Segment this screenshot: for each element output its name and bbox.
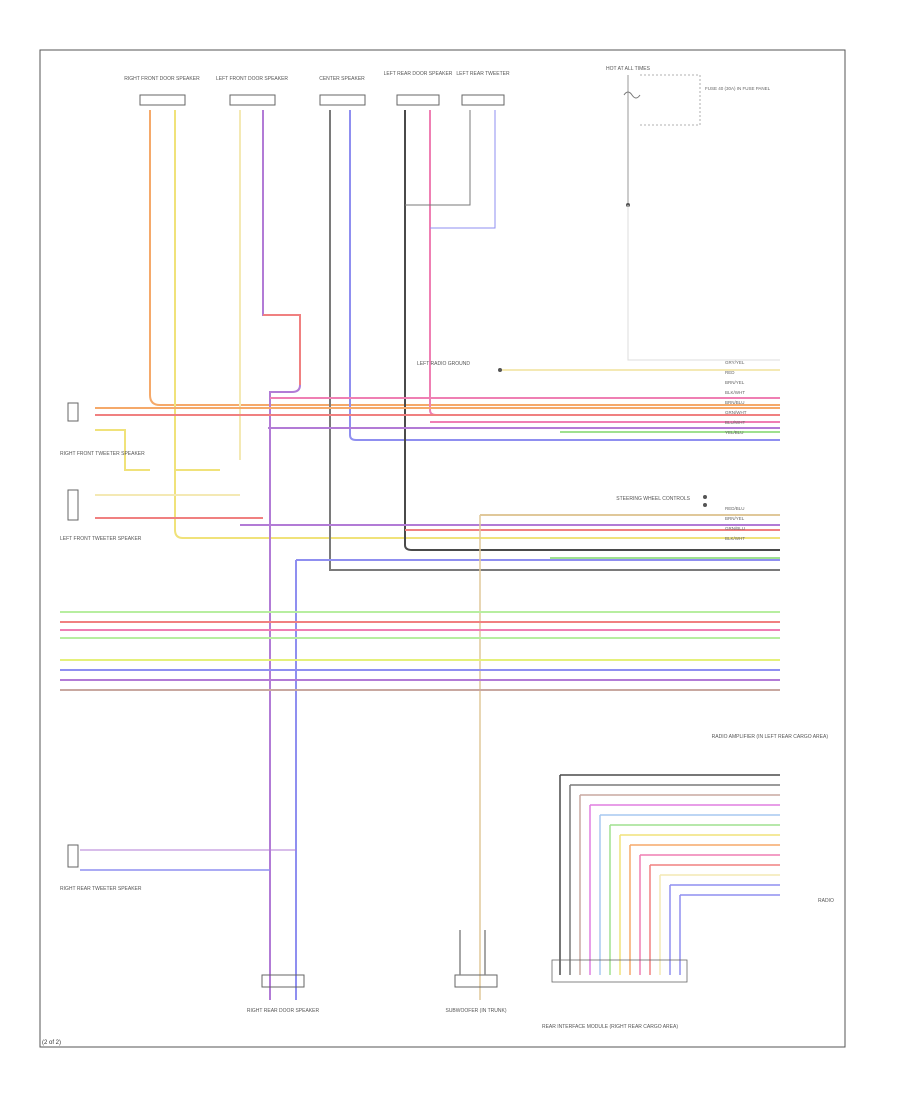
rear-module [551,774,780,983]
speaker-icon-rf [139,94,186,106]
bus-label-3: BRN/YEL [725,380,745,385]
bus-label-6: GRN/WHT [725,410,747,415]
label-lr-tweeter: LEFT REAR TWEETER [456,71,510,77]
bus-label-4: BLK/WHT [725,390,745,395]
label-lf-door-speaker: LEFT FRONT DOOR SPEAKER [216,76,288,82]
bus-label-7: BLU/WHT [725,420,746,425]
amp-bus [60,611,780,691]
bus-label-8: YEL/BLU [725,430,744,435]
module-wire-6 [609,824,780,975]
wheel-marker-2 [703,503,707,507]
rf-tweeter-icon [67,402,79,422]
module-wire-7 [619,834,780,975]
wire-lrtweet-gray [405,110,471,206]
speaker-icon-lf [229,94,276,106]
label-amplifier: RADIO AMPLIFIER (IN LEFT REAR CARGO AREA… [712,734,829,740]
label-hot-at-all-times: HOT AT ALL TIMES [606,66,651,72]
module-wire-8 [629,844,780,975]
bus-label-1: GRY/YEL [725,360,745,365]
bus-label-9: RED/BLU [725,506,745,511]
bus-wire-labels: GRY/YEL RED BRN/YEL BLK/WHT BRN/BLU GRN/… [725,360,747,541]
label-center-speaker: CENTER SPEAKER [319,76,365,82]
module-wire-3 [579,794,780,975]
wire-lf-purple [262,110,301,1000]
subwoofer-icon [454,974,498,988]
label-rf-tweeter: RIGHT FRONT TWEETER SPEAKER [60,451,145,457]
module-wire-5 [599,814,780,975]
fuse-dashed-box [640,74,701,126]
lf-tweeter-icon [67,489,79,521]
rr-tweeter: RIGHT REAR TWEETER SPEAKER [60,844,296,892]
speaker-icon-lrdoor [396,94,440,106]
module-wire-1 [559,774,780,975]
module-wire-11 [659,874,780,975]
label-steering-wheel: STEERING WHEEL CONTROLS [616,496,690,502]
bus-label-11: GRN/BLU [725,526,745,531]
label-rr-door-speaker: RIGHT REAR DOOR SPEAKER [247,1008,320,1014]
label-rr-tweeter: RIGHT REAR TWEETER SPEAKER [60,886,142,892]
fuse-block: HOT AT ALL TIMES FUSE 40 (30A) IN FUSE P… [606,66,780,361]
footer-code: (2 of 2) [42,1040,61,1046]
rr-tweeter-icon [67,844,79,868]
module-wire-4 [589,804,780,975]
module-wire-2 [569,784,780,975]
bus-label-2: RED [725,370,735,375]
wheel-marker-1 [703,495,707,499]
module-connector [551,959,688,983]
wire-lrdoor-dark [404,110,780,551]
top-speakers [149,110,780,1000]
bus-wire-8 [95,429,220,471]
bus-label-12: BLK/WHT [725,536,745,541]
wire-lf-red [263,314,301,385]
module-wire-9 [639,854,780,975]
top-speaker-symbols [139,94,505,106]
wire-center-blue [349,110,780,441]
subwoofer-wire [459,930,486,975]
label-subwoofer: SUBWOOFER (IN TRUNK) [445,1008,506,1014]
label-rear-module: REAR INTERFACE MODULE (RIGHT REAR CARGO … [542,1024,678,1030]
diagram-border [39,49,846,1048]
label-lf-tweeter: LEFT FRONT TWEETER SPEAKER [60,536,142,542]
bus-label-10: BRN/YEL [725,516,745,521]
label-rf-door-speaker: RIGHT FRONT DOOR SPEAKER [124,76,200,82]
wire-rf-yellow [174,110,780,539]
fuse-symbol [623,91,641,99]
left-tweeters: RIGHT FRONT TWEETER SPEAKER LEFT FRONT T… [60,402,145,542]
speaker-icon-center [319,94,366,106]
speaker-icon-lrtweet [461,94,505,106]
module-wire-12 [669,884,780,975]
wire-lrtweet-blue [430,110,496,229]
bus-label-5: BRN/BLU [725,400,745,405]
wire-center-gray [329,110,780,571]
label-radio: RADIO [818,898,834,904]
rr-door-speaker-icon [261,974,305,988]
module-wire-13 [679,894,780,975]
label-left-radio-ground: LEFT RADIO GROUND [417,361,470,367]
fuse-feed-wire [627,205,780,361]
module-wire-10 [649,864,780,975]
wire-rf-orange [149,110,780,406]
radio-bus [95,369,780,1000]
ground-marker [498,368,502,372]
label-fuse-panel: FUSE 40 (30A) IN FUSE PANEL [705,86,771,91]
label-lr-door-speaker: LEFT REAR DOOR SPEAKER [384,71,453,77]
